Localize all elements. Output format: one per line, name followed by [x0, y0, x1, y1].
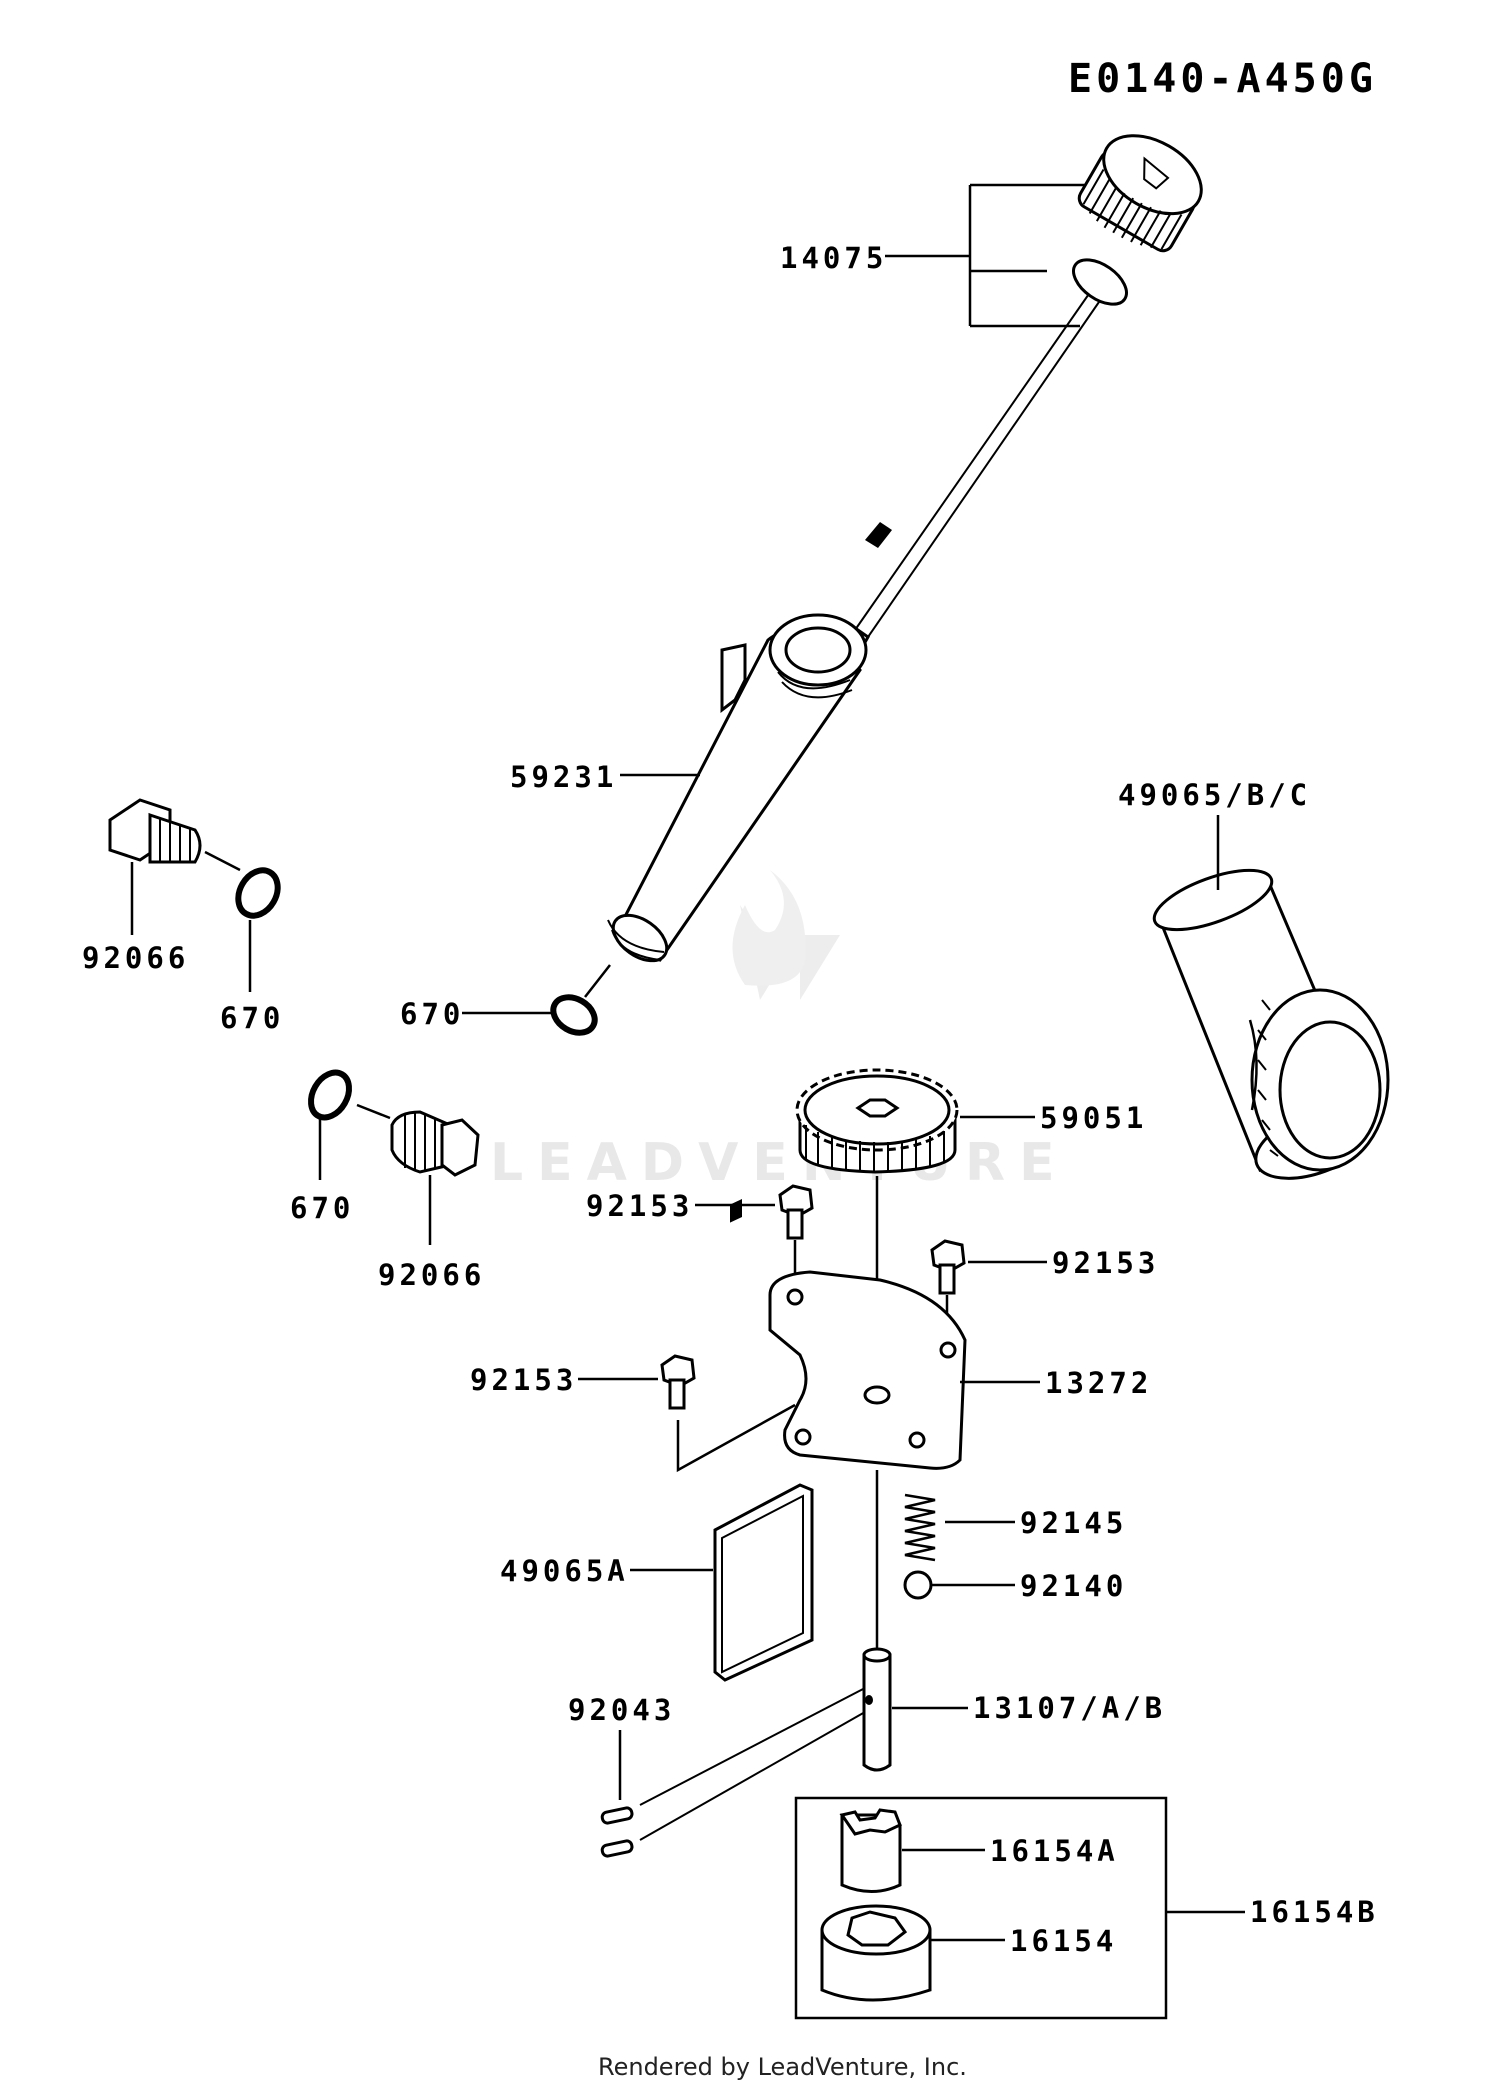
callout-92145: 92145 [945, 1506, 1127, 1540]
svg-text:92140: 92140 [1020, 1569, 1127, 1603]
callout-16154A: 16154A [902, 1834, 1119, 1868]
svg-text:59231: 59231 [510, 760, 617, 794]
callout-59051: 59051 [960, 1101, 1147, 1135]
svg-text:16154: 16154 [1010, 1924, 1117, 1958]
pin[interactable] [600, 1687, 866, 1858]
spring[interactable] [904, 1493, 936, 1562]
svg-text:92153: 92153 [586, 1189, 693, 1223]
callout-92066-lower: 92066 [378, 1175, 485, 1292]
ball[interactable] [903, 1570, 933, 1600]
callout-13107: 13107/A/B [892, 1691, 1166, 1725]
svg-text:670: 670 [400, 997, 464, 1031]
rotor-set-box [794, 1796, 1168, 2020]
svg-text:14075: 14075 [780, 241, 887, 275]
rotor-inner[interactable] [839, 1808, 902, 1893]
bolt-left[interactable] [660, 1354, 796, 1473]
callout-13272: 13272 [960, 1366, 1152, 1400]
svg-text:13107/A/B: 13107/A/B [973, 1691, 1166, 1725]
pump-gear[interactable] [795, 1068, 959, 1174]
callout-92140: 92140 [932, 1569, 1127, 1603]
diagram-code: E0140-A450G [1068, 56, 1377, 102]
svg-text:92153: 92153 [470, 1363, 577, 1397]
callout-92066-left: 92066 [82, 862, 189, 975]
svg-text:92145: 92145 [1020, 1506, 1127, 1540]
footer-credit: Rendered by LeadVenture, Inc. [598, 2053, 967, 2081]
drain-plug-left[interactable] [108, 798, 241, 872]
callout-14075: 14075 [780, 183, 1085, 328]
filler-tube[interactable] [605, 613, 868, 970]
watermark: LEADVENTURE [490, 870, 1069, 1193]
svg-text:LEADVENTURE: LEADVENTURE [490, 1133, 1069, 1193]
svg-text:49065/B/C: 49065/B/C [1118, 778, 1311, 812]
svg-text:59051: 59051 [1040, 1101, 1147, 1135]
oring-left[interactable] [230, 863, 285, 923]
dipstick[interactable] [840, 120, 1215, 663]
callout-16154: 16154 [930, 1924, 1117, 1958]
svg-text:13272: 13272 [1045, 1366, 1152, 1400]
callout-670-lower: 670 [290, 1115, 354, 1225]
oring-lower[interactable] [303, 1066, 356, 1125]
rotor-outer[interactable] [820, 1904, 932, 2002]
shaft[interactable] [862, 1647, 892, 1772]
screen-filter[interactable] [713, 1198, 814, 1682]
callout-670-tube: 670 [400, 997, 552, 1031]
svg-text:670: 670 [290, 1191, 354, 1225]
svg-text:92153: 92153 [1052, 1246, 1159, 1280]
callout-49065A: 49065A [500, 1554, 713, 1588]
svg-text:670: 670 [220, 1001, 284, 1035]
bolt-top-right[interactable] [930, 1239, 966, 1345]
oil-filter[interactable] [1147, 858, 1390, 1192]
callout-92153-top-left: 92153 [586, 1189, 775, 1223]
callout-59231: 59231 [510, 760, 700, 794]
callout-92153-top-right: 92153 [968, 1246, 1159, 1280]
pump-cover[interactable] [768, 1270, 967, 1470]
svg-text:92066: 92066 [82, 941, 189, 975]
svg-text:92043: 92043 [568, 1693, 675, 1727]
svg-text:92066: 92066 [378, 1258, 485, 1292]
svg-text:49065A: 49065A [500, 1554, 629, 1588]
callout-49065BC: 49065/B/C [1118, 778, 1311, 890]
callout-92153-left: 92153 [470, 1363, 658, 1397]
callout-670-left: 670 [220, 920, 284, 1035]
bolt-top-left[interactable] [778, 1184, 814, 1285]
svg-text:16154A: 16154A [990, 1834, 1119, 1868]
callout-92043: 92043 [568, 1693, 675, 1800]
callout-16154B: 16154B [1166, 1895, 1379, 1929]
drain-plug-lower[interactable] [356, 1103, 480, 1177]
oring-tube[interactable] [547, 964, 611, 1040]
svg-text:16154B: 16154B [1250, 1895, 1379, 1929]
